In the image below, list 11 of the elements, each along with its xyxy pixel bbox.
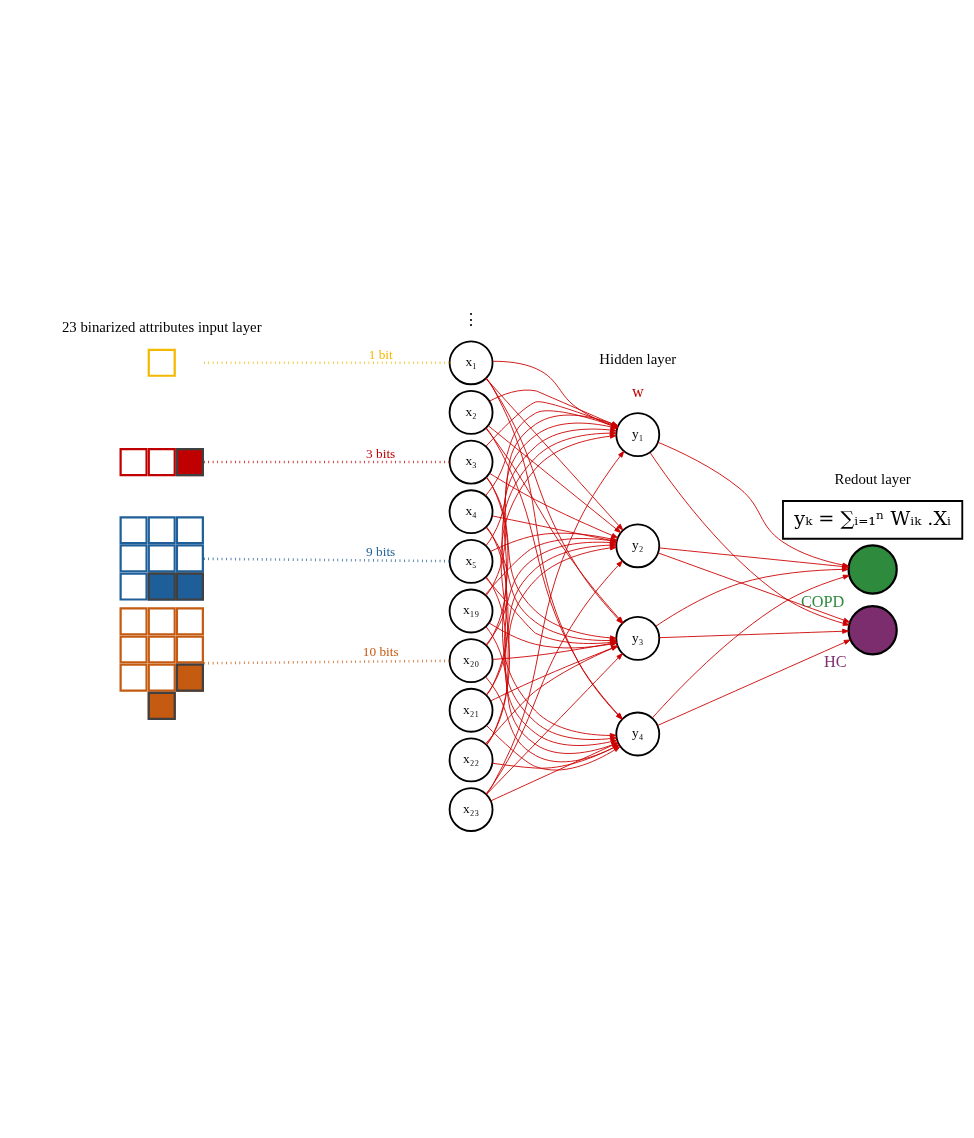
edge-label: 10 bits [362, 643, 399, 659]
label: ⋮ [463, 309, 480, 329]
label: w [631, 381, 644, 401]
edge-label: 9 bits [366, 543, 396, 559]
node-label: HC [823, 651, 847, 671]
node-label: COPD [800, 591, 845, 611]
label: Hidden layer [599, 350, 677, 367]
edge-label: 3 bits [366, 445, 396, 461]
label: Redout layer [834, 470, 911, 487]
edge-label: 1 bit [368, 346, 393, 362]
label: 23 binarized attributes input layer [61, 318, 262, 335]
